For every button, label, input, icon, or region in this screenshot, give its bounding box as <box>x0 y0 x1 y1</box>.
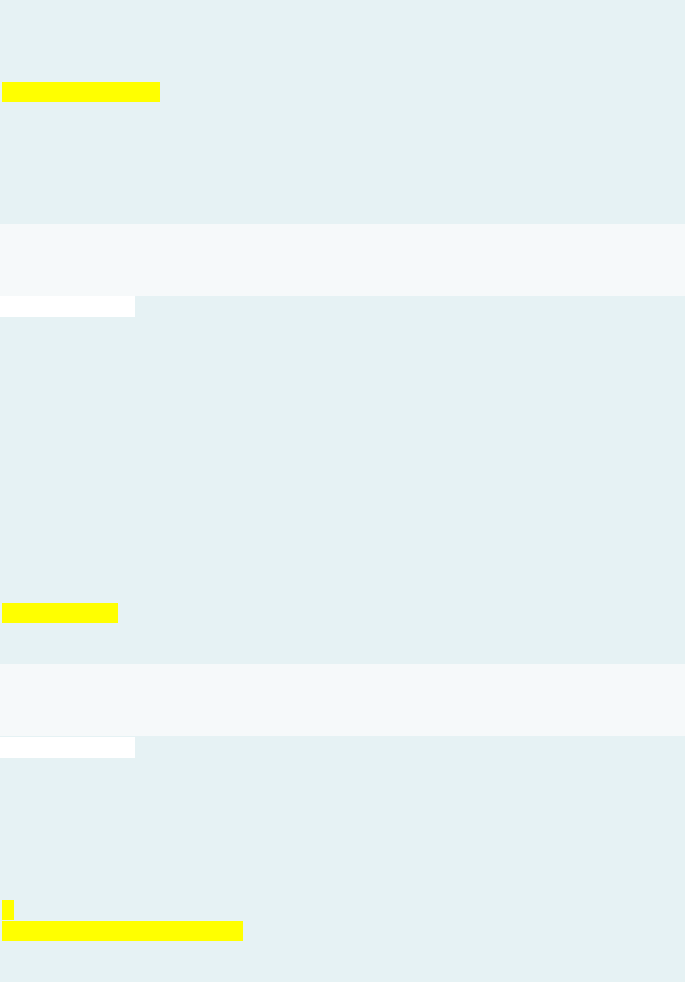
highlight-marker-small <box>2 900 14 920</box>
tab-block-upper <box>0 296 135 317</box>
tab-block-lower <box>0 737 135 758</box>
content-band-upper <box>0 224 685 296</box>
highlight-bar-middle <box>2 603 118 623</box>
content-band-lower <box>0 664 685 736</box>
highlight-bar-bottom <box>2 921 243 941</box>
highlight-bar-top <box>2 82 160 102</box>
